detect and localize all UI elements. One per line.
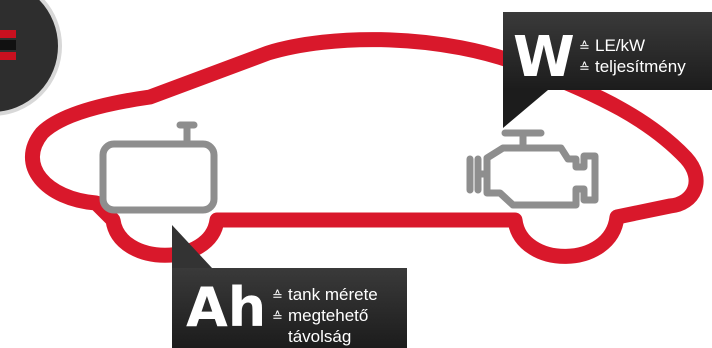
corresponds-sign: ≙: [272, 306, 288, 327]
capacity-line-1: tank mérete: [288, 285, 378, 305]
power-callout: W ≙ LE/kW ≙ teljesítmény: [503, 12, 712, 90]
corresponds-sign: ≙: [272, 285, 288, 306]
capacity-callout: Ah ≙ tank mérete ≙ megtehető távolság: [172, 268, 407, 348]
capacity-line-2a: megtehető: [288, 306, 368, 326]
power-callout-pointer: [503, 90, 548, 128]
power-line-1: LE/kW: [595, 36, 645, 56]
corresponds-sign: ≙: [579, 57, 595, 78]
round-badge-icon: [0, 0, 60, 114]
capacity-symbol: Ah: [186, 281, 266, 335]
capacity-line-2b: távolság: [288, 327, 351, 347]
battery-icon: [103, 125, 214, 210]
power-line-2: teljesítmény: [595, 57, 686, 77]
corresponds-sign: ≙: [579, 36, 595, 57]
power-symbol: W: [513, 30, 575, 86]
capacity-callout-text: ≙ tank mérete ≙ megtehető távolság: [272, 285, 378, 347]
engine-icon: [470, 133, 595, 205]
power-callout-text: ≙ LE/kW ≙ teljesítmény: [579, 36, 686, 78]
